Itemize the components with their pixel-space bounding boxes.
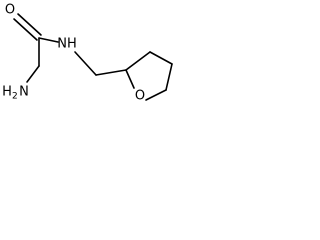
- amine-subscript-label: 2: [12, 92, 18, 102]
- amide-nh-label: NH: [57, 37, 77, 52]
- amide-c-n-bond: [38, 37, 59, 43]
- alpha-nh2-bond: [26, 65, 40, 83]
- amine-h-label: H: [2, 85, 12, 100]
- amine-n-label: N: [19, 85, 29, 100]
- structure-canvas: O NH H 2 N O: [0, 0, 193, 123]
- ring-c2-o-bond: [125, 69, 135, 89]
- ring-oxygen-label: O: [135, 89, 145, 104]
- carbonyl-bond-1: [13, 18, 38, 41]
- carbonyl-oxygen-label: O: [5, 3, 15, 18]
- ch2-ring-bond: [95, 69, 127, 76]
- carbonyl-bond-2: [17, 13, 42, 36]
- n-ch2-bond: [74, 51, 97, 76]
- molecule-structure: O NH H 2 N O: [2, 3, 173, 104]
- ring-c4-c3-bond: [149, 51, 173, 65]
- ring-o-c5-bond: [145, 89, 167, 101]
- ring-c3-c2-bond: [125, 51, 151, 71]
- ring-c5-c4-bond: [165, 63, 173, 91]
